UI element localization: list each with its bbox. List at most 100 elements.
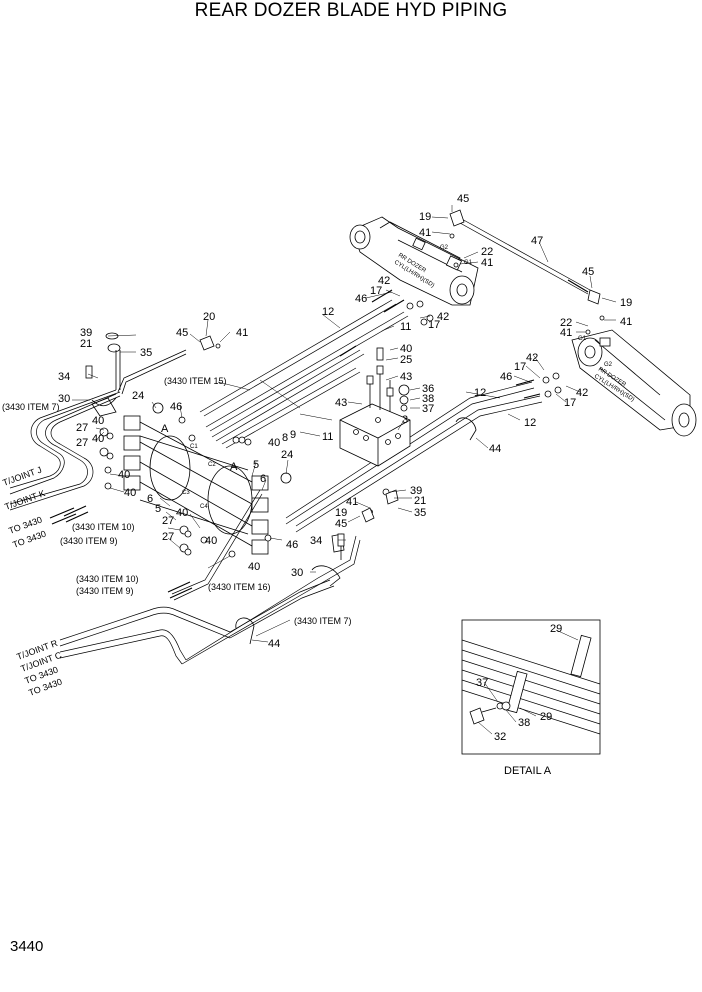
callout-12: 12 [322, 306, 334, 318]
callout-30: 30 [58, 393, 70, 405]
callout-21: 21 [414, 495, 426, 507]
detail-callout-29: 29 [550, 623, 562, 635]
ref-3430-item-16: (3430 ITEM 16) [208, 582, 271, 592]
callout-30: 30 [291, 567, 303, 579]
callout-39: 39 [80, 327, 92, 339]
detail-a-label: DETAIL A [504, 765, 552, 777]
valve-block [339, 347, 411, 467]
callout-19: 19 [419, 211, 431, 223]
reference-labels: (3430 ITEM 15) (3430 ITEM 7) (3430 ITEM … [1, 376, 351, 698]
callout-27: 27 [76, 437, 88, 449]
callout-24: 24 [132, 390, 144, 402]
callout-35: 35 [414, 507, 426, 519]
callout-42: 42 [378, 275, 390, 287]
callout-39: 39 [410, 485, 422, 497]
callout-34: 34 [310, 535, 322, 547]
callout-27: 27 [76, 422, 88, 434]
callout-41: 41 [481, 257, 493, 269]
o-rings-and-plugs [99, 233, 605, 558]
callout-21: 21 [80, 338, 92, 350]
callout-37: 37 [422, 403, 434, 415]
marker-a-left: A [161, 423, 169, 435]
left-lines-jk [9, 389, 121, 525]
callout-34: 34 [58, 371, 70, 383]
callout-5: 5 [253, 459, 259, 471]
callout-9: 9 [290, 429, 296, 441]
callout-12: 12 [524, 417, 536, 429]
callout-40: 40 [92, 433, 104, 445]
callout-11: 11 [400, 321, 411, 333]
callout-40: 40 [400, 343, 412, 355]
leader-lines [72, 205, 617, 735]
callout-19: 19 [620, 297, 632, 309]
callouts: 45 19 41 47 22 41 45 19 22 41 41 42 17 4… [58, 193, 632, 743]
callout-41: 41 [236, 327, 248, 339]
callout-44: 44 [268, 638, 280, 650]
ref-3430-item-7: (3430 ITEM 7) [294, 616, 352, 626]
port-label-g1-lower: G1 [578, 336, 587, 342]
callout-40: 40 [124, 487, 136, 499]
callout-41: 41 [620, 316, 632, 328]
marker-a-right: A [230, 461, 238, 473]
callout-17: 17 [514, 361, 526, 373]
lower-long-lines [59, 489, 361, 665]
callout-45: 45 [176, 327, 188, 339]
callout-46: 46 [170, 401, 182, 413]
lower-dozer-cylinder: RR DOZER CYL(LH/RH)(SD) G1 G2 [571, 329, 697, 437]
callout-46: 46 [500, 371, 512, 383]
callout-24: 24 [281, 449, 293, 461]
fitting-blocks: C1 C2 C3 C4 A A [123, 415, 269, 555]
callout-44: 44 [489, 443, 501, 455]
callout-38: 38 [422, 393, 434, 405]
callout-35: 35 [140, 347, 152, 359]
svg-text:C1: C1 [190, 444, 198, 450]
ref-3430-item-10: (3430 ITEM 10) [72, 522, 135, 532]
callout-41: 41 [560, 327, 572, 339]
callout-5: 5 [155, 503, 161, 515]
callout-6: 6 [260, 473, 266, 485]
callout-40: 40 [248, 561, 260, 573]
callout-40: 40 [176, 507, 188, 519]
callout-20: 20 [203, 311, 215, 323]
ref-3430-item-7: (3430 ITEM 7) [2, 402, 60, 412]
callout-11: 11 [322, 431, 333, 443]
callout-45: 45 [582, 266, 594, 278]
hose-bundle-right [285, 379, 543, 533]
ref-3430-item-9: (3430 ITEM 9) [76, 586, 134, 596]
callout-19: 19 [335, 507, 347, 519]
ref-3430-item-9: (3430 ITEM 9) [60, 536, 118, 546]
callout-47: 47 [531, 235, 543, 247]
callout-17: 17 [370, 285, 382, 297]
callout-40: 40 [268, 437, 280, 449]
ref-3430-item-10: (3430 ITEM 10) [76, 574, 139, 584]
callout-43: 43 [335, 397, 347, 409]
callout-43: 43 [400, 371, 412, 383]
callout-8: 8 [282, 432, 288, 444]
svg-text:C2: C2 [208, 462, 216, 468]
callout-42: 42 [526, 352, 538, 364]
callout-46: 46 [286, 539, 298, 551]
callout-22: 22 [481, 246, 493, 258]
ref-3430-item-15: (3430 ITEM 15) [164, 376, 227, 386]
callout-36: 36 [422, 383, 434, 395]
svg-text:C4: C4 [200, 504, 208, 510]
callout-3: 3 [402, 414, 408, 426]
detail-a-box [461, 619, 601, 755]
detail-callout-29: 29 [540, 711, 552, 723]
page-title: REAR DOZER BLADE HYD PIPING [194, 0, 508, 21]
port-label-g2-upper: G2 [440, 245, 449, 251]
page-number: 3440 [10, 938, 44, 955]
callout-42: 42 [576, 387, 588, 399]
callout-25: 25 [400, 354, 412, 366]
callout-46: 46 [355, 293, 367, 305]
callout-6: 6 [147, 493, 153, 505]
detail-callout-38: 38 [518, 717, 530, 729]
callout-45: 45 [457, 193, 469, 205]
pipe-clamps [91, 397, 477, 645]
detail-callout-37: 37 [476, 677, 488, 689]
callout-17: 17 [428, 319, 440, 331]
callout-41: 41 [419, 227, 431, 239]
callout-40: 40 [205, 535, 217, 547]
callout-45: 45 [335, 518, 347, 530]
